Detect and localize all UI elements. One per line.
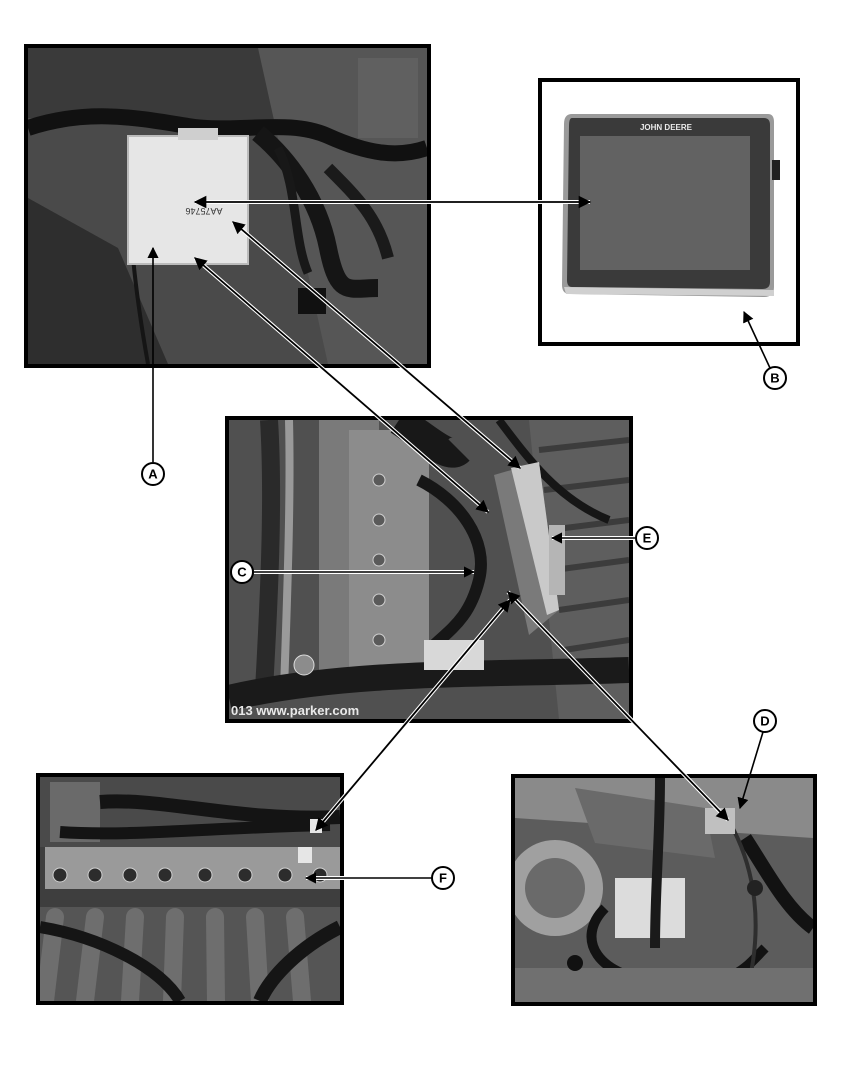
svg-text:E: E — [643, 531, 652, 546]
display-photo: JOHN DEERE — [538, 78, 800, 346]
brand-logo: JOHN DEERE — [640, 123, 693, 132]
link-arrow-manifold-valves — [314, 598, 512, 832]
callout-c: C — [230, 560, 254, 584]
svg-text:AA75746: AA75746 — [185, 206, 222, 216]
part-number-label: AA75746 — [185, 206, 222, 216]
leader-b — [743, 310, 771, 369]
leader-d — [737, 731, 764, 810]
svg-text:C: C — [237, 565, 247, 580]
link-arrow-manifold-receiver — [506, 590, 730, 822]
link-arrow-controller-module — [231, 220, 522, 470]
callout-a: A — [141, 462, 165, 486]
callout-e: E — [635, 526, 659, 550]
svg-text:D: D — [760, 714, 769, 729]
svg-text:A: A — [148, 467, 158, 482]
link-arrow-controller-manifold — [193, 256, 490, 514]
callout-f: F — [431, 866, 455, 890]
valve-bank-photo — [36, 773, 344, 1005]
callout-d: D — [753, 709, 777, 733]
callout-b: B — [763, 366, 787, 390]
svg-text:F: F — [439, 871, 447, 886]
svg-text:B: B — [770, 371, 779, 386]
